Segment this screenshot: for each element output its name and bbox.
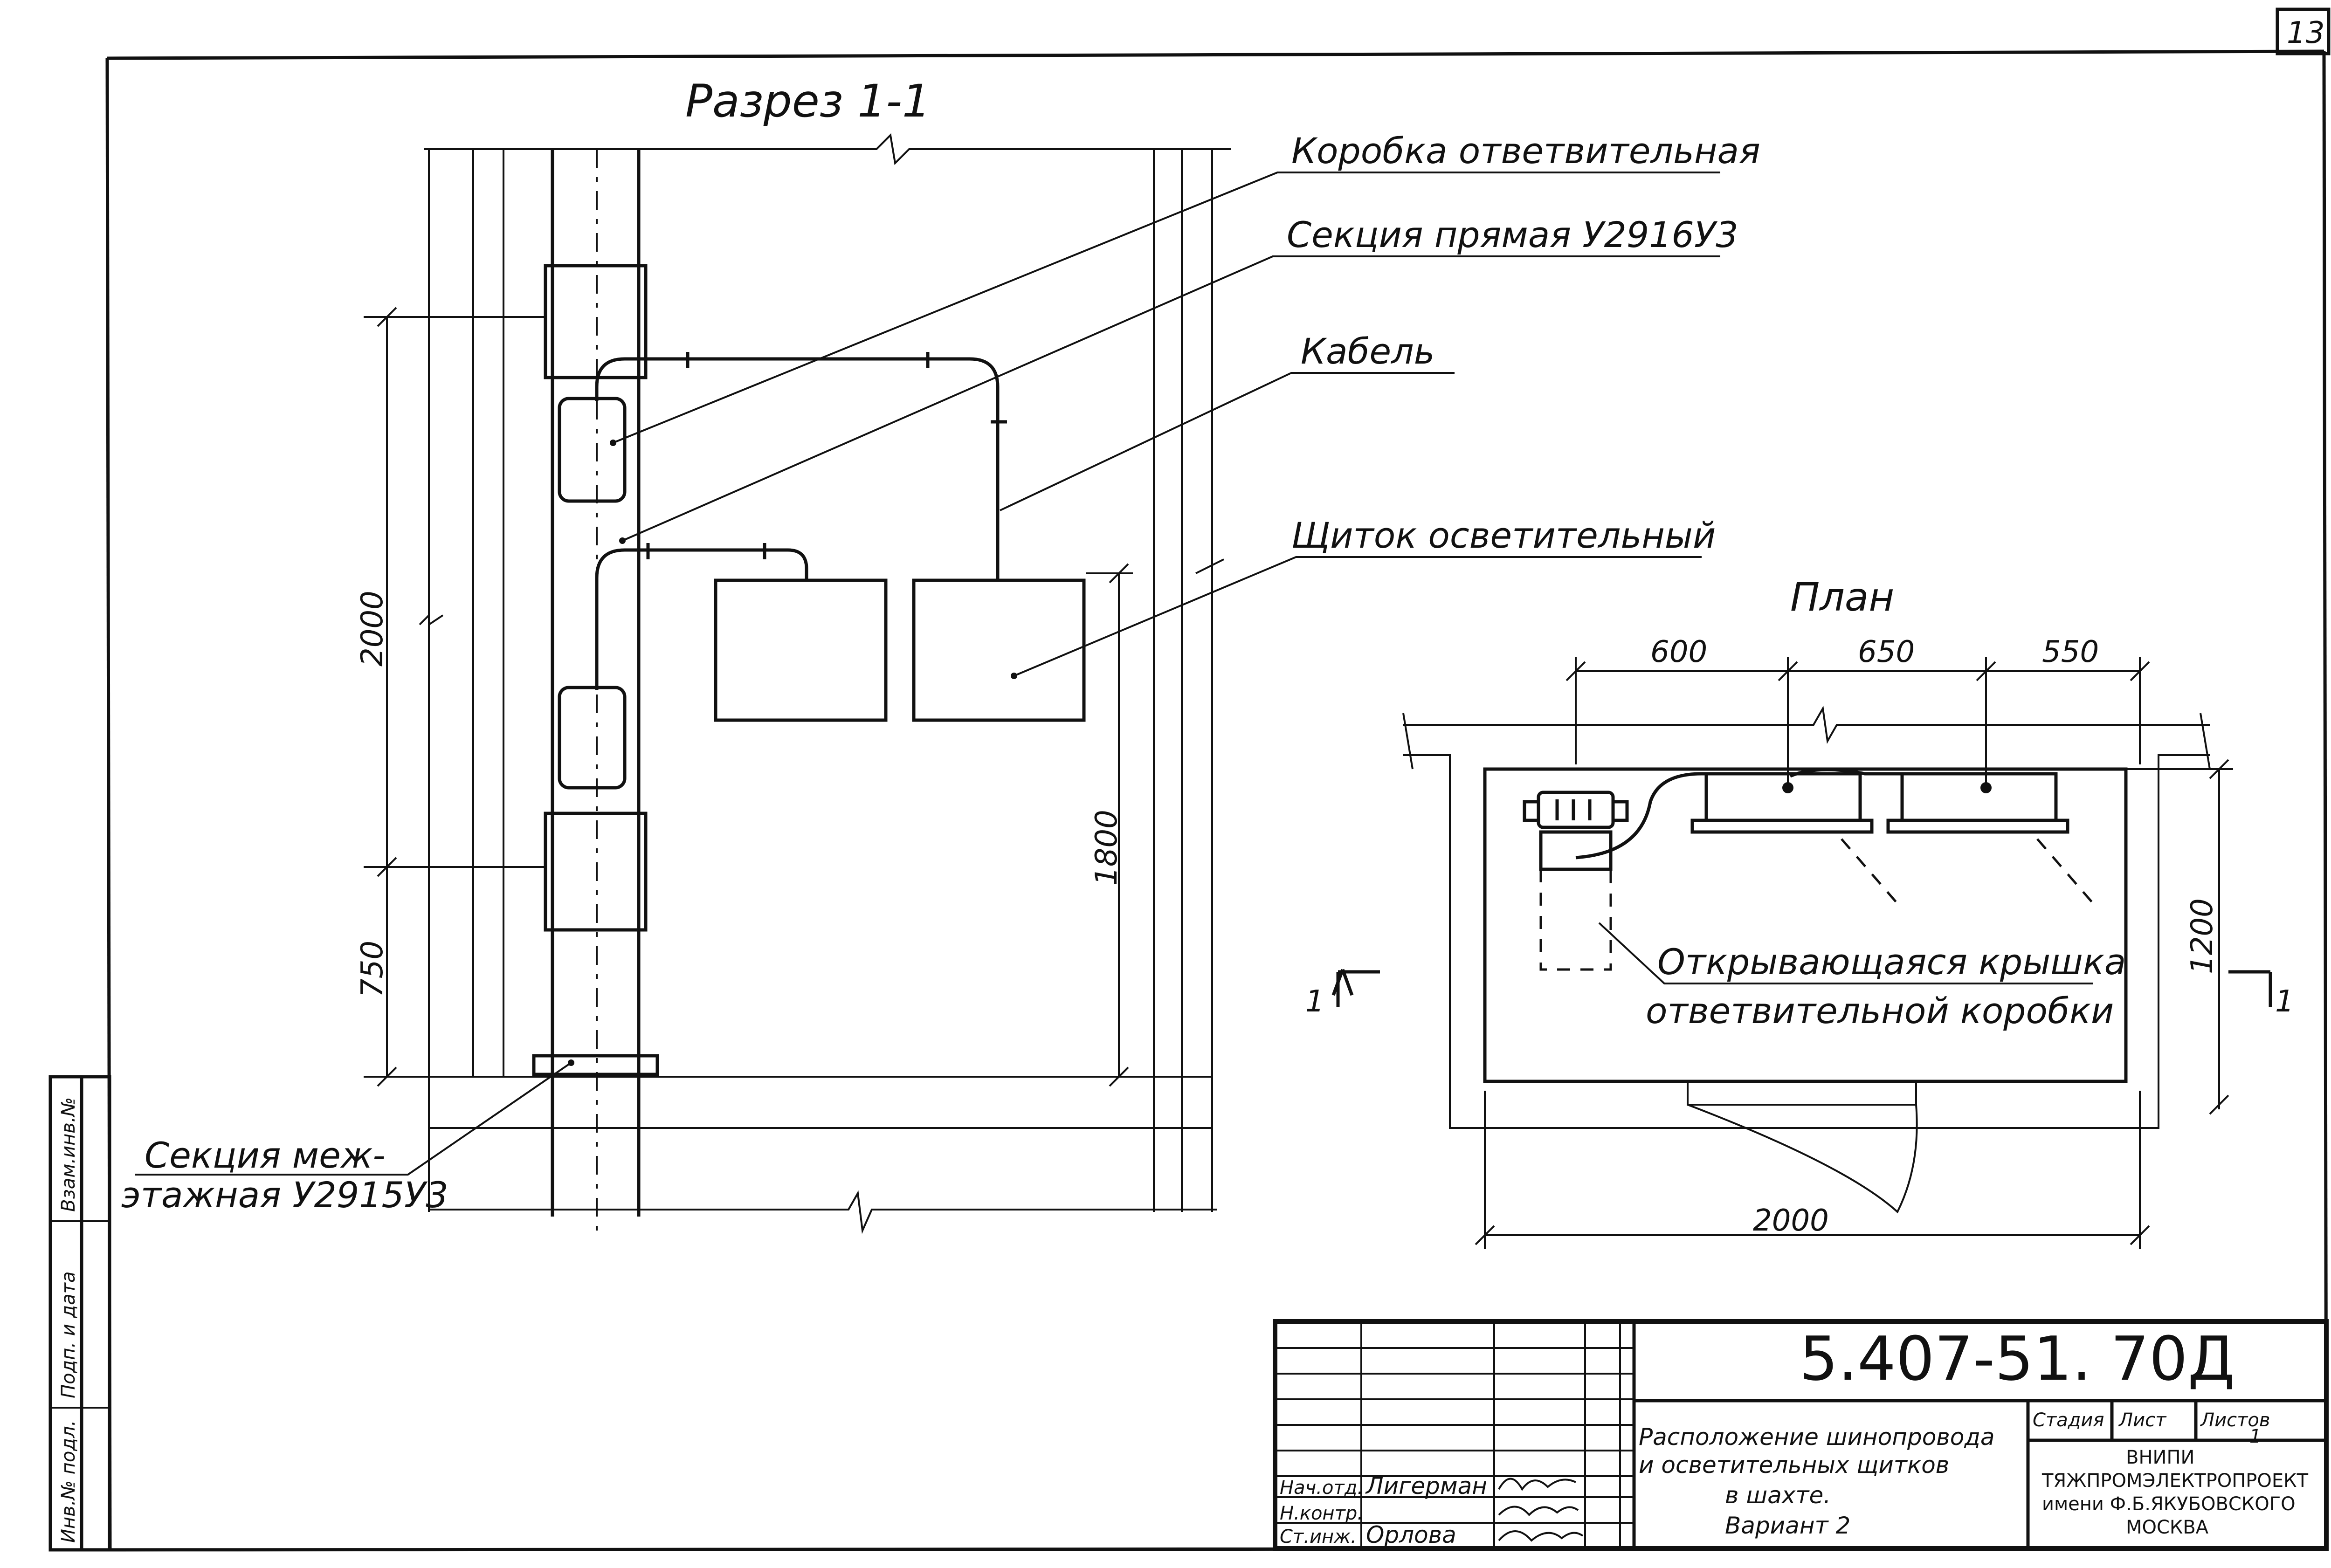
sheet-frame: 13 — [105, 7, 2331, 1552]
org-line-4: МОСКВА — [2126, 1517, 2209, 1538]
dim-750: 750 — [355, 941, 390, 997]
section-mark-right: 1 — [2275, 984, 2294, 1019]
section-mark-left: 1 — [1305, 984, 1324, 1019]
dim-2000-left: 2000 — [355, 591, 390, 667]
title-line-2: и осветительных щитков — [1639, 1451, 1949, 1479]
sheet-number: 13 — [2287, 16, 2324, 50]
title-line-1: Расположение шинопровода — [1639, 1424, 1995, 1451]
label-cable: Кабель — [1301, 330, 1435, 372]
org-line-3: имени Ф.Б.ЯКУБОВСКОГО — [2042, 1493, 2296, 1515]
stamp-replace: Взам.инв.№ — [58, 1097, 79, 1212]
plan-cover-label-2: ответвительной коробки — [1646, 990, 2114, 1032]
role-2: Н.контр. — [1280, 1503, 1363, 1524]
plan-title: План — [1790, 574, 1894, 620]
plan-cover-label-1: Открывающаяся крышка — [1657, 941, 2126, 983]
sheet-header: Лист — [2118, 1410, 2167, 1431]
label-straight-section: Секция прямая У2916У3 — [1287, 214, 1738, 255]
plan-view: План 600 650 550 — [1305, 574, 2294, 1249]
role-3: Ст.инж. — [1280, 1526, 1357, 1547]
dim-1800: 1800 — [1090, 810, 1124, 886]
sheets-value: 1 — [2249, 1426, 2261, 1447]
title-block: 5.407-51. 70Д Расположение шинопровода и… — [1273, 1319, 2329, 1551]
role-1: Нач.отд. — [1280, 1477, 1363, 1499]
drawing-code: 5.407-51. 70Д — [1800, 1323, 2235, 1394]
stamp-inv: Инв.№ подл. — [58, 1420, 79, 1543]
plan-dim-1200: 1200 — [2185, 898, 2220, 974]
org-line-2: ТЯЖПРОМЭЛЕКТРОПРОЕКТ — [2041, 1470, 2309, 1492]
plan-dim-650: 650 — [1858, 635, 1915, 669]
plan-dim-600: 600 — [1650, 635, 1707, 669]
title-line-4: Вариант 2 — [1725, 1512, 1850, 1539]
section-title: Разрез 1-1 — [685, 75, 931, 127]
label-lighting-panel: Щиток осветительный — [1291, 515, 1716, 556]
label-interfloor-2: этажная У2915У3 — [121, 1174, 448, 1216]
name-3: Орлова — [1366, 1521, 1456, 1548]
stage-header: Стадия — [2033, 1410, 2104, 1431]
label-branch-box: Коробка ответвительная — [1291, 130, 1760, 172]
label-interfloor-1: Секция меж- — [145, 1135, 386, 1176]
section-view: Разрез 1-1 — [121, 75, 1760, 1240]
side-stamp: Инв.№ подл. Подп. и дата Взам.инв.№ — [48, 1075, 111, 1552]
signature-2 — [1498, 1506, 1579, 1516]
stamp-sign-date: Подп. и дата — [58, 1272, 79, 1398]
sheets-header: Листов — [2200, 1410, 2270, 1431]
signature-3 — [1498, 1530, 1584, 1542]
signature-1 — [1498, 1478, 1576, 1491]
org-line-1: ВНИПИ — [2126, 1447, 2194, 1468]
plan-dim-2000: 2000 — [1753, 1204, 1829, 1238]
name-1: Лигерман — [1365, 1472, 1487, 1499]
title-line-3: в шахте. — [1725, 1482, 1831, 1509]
plan-dim-550: 550 — [2042, 635, 2099, 669]
